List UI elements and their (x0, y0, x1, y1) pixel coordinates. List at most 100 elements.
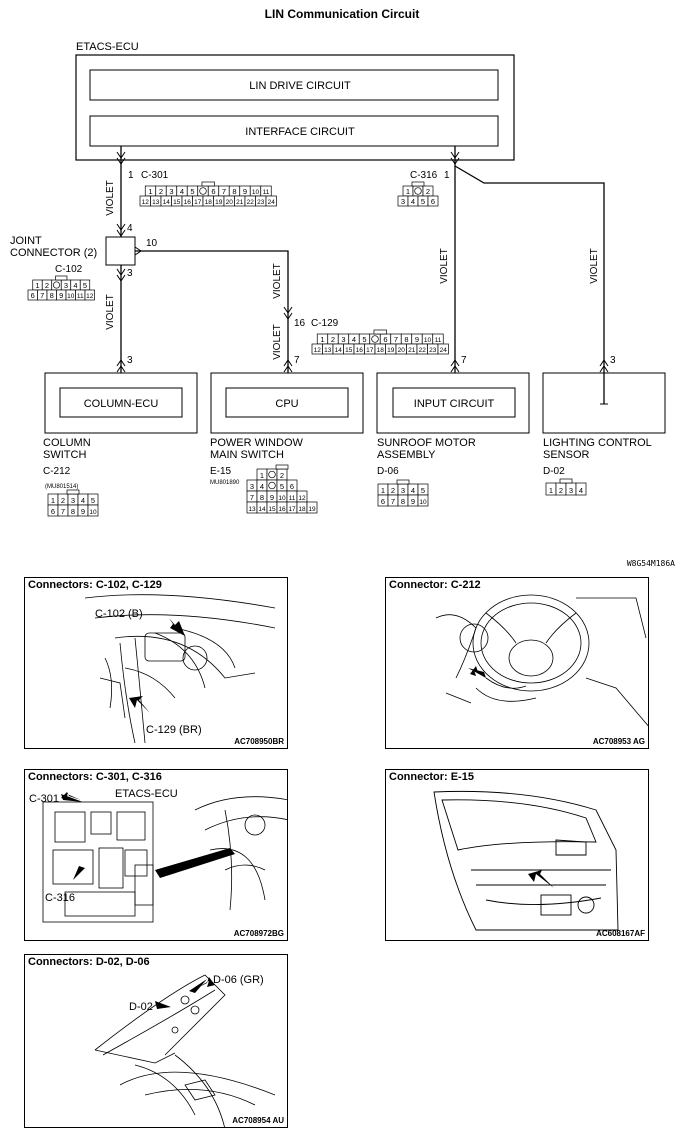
pin-number: 5 (421, 486, 425, 495)
pin-number: 8 (71, 507, 75, 516)
pin-number: 9 (81, 507, 85, 516)
pin-number: 24 (440, 347, 448, 354)
panel-title: Connectors: C-102, C-129 (28, 579, 162, 591)
pin-number: 20 (226, 199, 234, 206)
pin-number: 5 (362, 335, 366, 344)
sunroof-pin: 7 (461, 355, 467, 366)
dashboard-illustration: C-102 (B) C-129 (BR) (84, 594, 276, 744)
pin-number: 13 (248, 506, 256, 513)
c102-id: C-102 (55, 264, 83, 275)
pin-cell (417, 494, 429, 507)
pin-number: 3 (71, 496, 75, 505)
pin-number: 2 (280, 471, 284, 480)
column-pin: 3 (127, 355, 133, 366)
callout-d06: D-06 (GR) (213, 974, 264, 986)
pin-cell (575, 482, 587, 496)
pin-number: 18 (205, 199, 213, 206)
pin-cell (427, 195, 439, 207)
pin-number: 10 (424, 337, 432, 344)
wire-color-label: VIOLET (439, 248, 450, 284)
d06-id: D-06 (377, 466, 399, 477)
wire-color-label: VIOLET (589, 248, 600, 284)
pin-number: 1 (148, 187, 152, 196)
steering-illustration (435, 594, 648, 727)
pin-number: 14 (258, 506, 266, 513)
pin-number: 10 (252, 189, 260, 196)
joint-label: JOINT (10, 235, 42, 247)
pin-number: 4 (411, 197, 415, 206)
panel-code: AC708972BG (233, 929, 284, 938)
pin-number: 8 (50, 291, 54, 300)
pin-number: 16 (184, 199, 192, 206)
callout-d02: D-02 (129, 1001, 153, 1013)
latch-icon (52, 281, 61, 289)
pin-number: 12 (314, 347, 322, 354)
pin-number: 9 (415, 335, 419, 344)
pin-number: 6 (290, 482, 294, 491)
pin-number: 17 (288, 506, 296, 513)
c129-id: C-129 (311, 318, 339, 329)
panel-d02-d06: Connectors: D-02, D-06 D-06 (GR) D-02 AC… (24, 954, 288, 1128)
pin-number: 6 (51, 507, 55, 516)
pin-number: 3 (401, 197, 405, 206)
pin-number: 17 (366, 347, 374, 354)
pin-number: 4 (260, 482, 264, 491)
pin-number: 6 (31, 291, 35, 300)
ecu-label: ETACS-ECU (76, 41, 139, 53)
cpu-label: CPU (275, 398, 298, 410)
pin-number: 14 (335, 347, 343, 354)
pin-number: 9 (270, 493, 274, 502)
panel-title: Connectors: C-301, C-316 (28, 771, 162, 783)
joint-label: CONNECTOR (2) (10, 247, 97, 259)
lin-drive-label: LIN DRIVE CIRCUIT (249, 80, 351, 92)
pin-number: 19 (387, 347, 395, 354)
pin-number: 3 (169, 187, 173, 196)
column-ecu-box (59, 387, 183, 418)
pin-number: 12 (298, 495, 306, 502)
pin-number: 23 (257, 199, 265, 206)
pin-number: 5 (190, 187, 194, 196)
pin-cell (265, 195, 277, 207)
power-window-box (210, 372, 364, 434)
latch-icon (199, 187, 207, 195)
connector-lock-tab (373, 329, 387, 335)
column-ecu-label: COLUMN-ECU (84, 398, 159, 410)
panel-code: AC708954 AU (232, 1116, 284, 1125)
joint-connector-box (105, 236, 136, 266)
pin-number: 1 (406, 187, 410, 196)
pin-number: 1 (381, 486, 385, 495)
pin-number: 9 (59, 291, 63, 300)
c301-id: C-301 (141, 170, 169, 181)
pin-number: 2 (391, 486, 395, 495)
wire-color-label: VIOLET (105, 294, 116, 330)
pin-number: 2 (426, 187, 430, 196)
panel-e15: Connector: E-15 AC608167AF (385, 769, 649, 941)
pin-cell (437, 343, 449, 355)
pin-number: 7 (40, 291, 44, 300)
sunroof-box (376, 372, 530, 434)
pin-number: 8 (401, 497, 405, 506)
callout-c316: C-316 (45, 892, 75, 904)
sunroof-label: SUNROOF MOTOR (377, 437, 476, 449)
connector-lock-tab (66, 489, 80, 495)
joint-pin-bottom: 3 (127, 268, 133, 279)
pin-number: 2 (159, 187, 163, 196)
ecu-illustration: C-301 ETACS-ECU C-316 (29, 788, 287, 923)
pin-number: 9 (243, 187, 247, 196)
pin-number: 17 (194, 199, 202, 206)
pin-number: 24 (268, 199, 276, 206)
connector-lock-tab (55, 275, 68, 281)
column-label: COLUMN (43, 437, 91, 449)
pin-number: 6 (431, 197, 435, 206)
door-illustration (433, 790, 619, 931)
lighting-label: SENSOR (543, 449, 590, 461)
pin-number: 7 (394, 335, 398, 344)
c316-pin: 1 (444, 170, 450, 181)
wire-color-label: VIOLET (272, 263, 283, 299)
pin-number: 22 (419, 347, 427, 354)
pin-number: 4 (180, 187, 184, 196)
